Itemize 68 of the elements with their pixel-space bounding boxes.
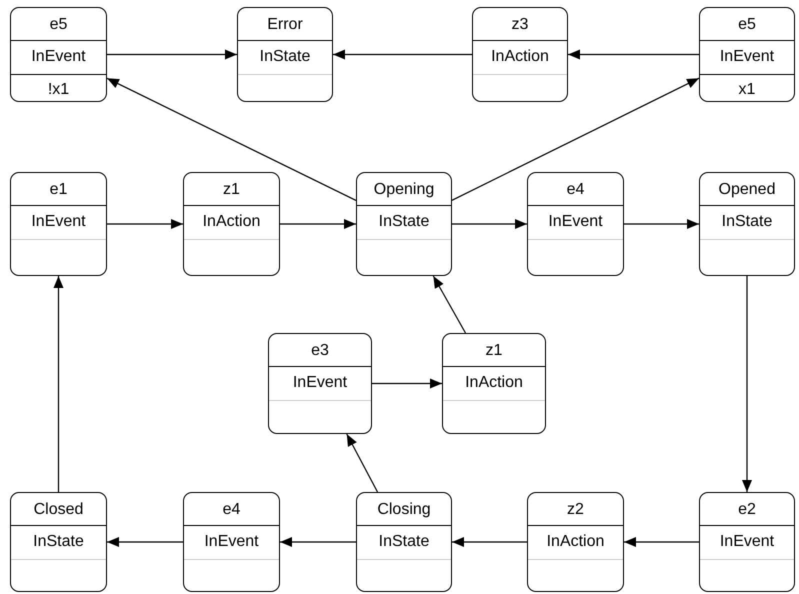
transition-arrow: [54, 276, 64, 492]
element-name: e1: [50, 181, 68, 199]
transition-arrow: [280, 537, 356, 547]
element-name: e4: [566, 181, 584, 199]
element-name: z1: [486, 342, 502, 360]
element-name: e3: [311, 342, 329, 360]
transition-arrow: [452, 78, 700, 201]
state-box: [699, 7, 795, 102]
transition-arrow: [346, 434, 378, 492]
element-name: Closed: [34, 501, 84, 519]
element-type: InEvent: [548, 213, 603, 231]
transition-arrow: [107, 219, 183, 229]
element-type: InState: [260, 48, 310, 66]
element-type: InState: [33, 533, 84, 551]
element-type: InState: [378, 533, 430, 551]
element-name: z2: [567, 501, 584, 519]
transition-arrow: [452, 219, 527, 229]
transition-arrow: [742, 276, 752, 492]
element-type: InEvent: [204, 533, 259, 551]
state-box: [183, 172, 280, 276]
element-name: z3: [512, 16, 528, 34]
state-box: [10, 492, 107, 592]
element-type: InState: [722, 213, 772, 231]
transition-arrow: [624, 537, 699, 547]
transition-arrow: [280, 219, 356, 229]
element-type: InEvent: [720, 48, 774, 66]
transition-arrow: [333, 50, 472, 60]
element-name: Closing: [377, 501, 431, 519]
element-type: InEvent: [720, 533, 774, 551]
element-type: InEvent: [31, 48, 86, 66]
state-box: [356, 172, 452, 276]
transition-arrow: [568, 50, 699, 60]
element-name: e4: [222, 501, 240, 519]
transition-arrow: [452, 537, 527, 547]
state-box: [472, 7, 568, 102]
transition-arrow: [432, 276, 466, 334]
element-type: InEvent: [292, 374, 348, 392]
transition-arrow: [107, 50, 237, 60]
element-type: InState: [378, 213, 430, 231]
state-box: [699, 492, 795, 592]
state-box: [527, 492, 624, 592]
state-box: [237, 7, 333, 102]
element-name: Opened: [718, 181, 776, 199]
element-name: e5: [50, 16, 68, 34]
element-type: InAction: [491, 48, 549, 66]
element-type: InAction: [202, 213, 260, 231]
state-box: [10, 7, 107, 102]
element-type: InAction: [465, 374, 523, 392]
element-name: Error: [267, 16, 303, 34]
transition-arrow: [372, 378, 442, 388]
state-box: [442, 333, 546, 434]
element-type: InAction: [546, 533, 604, 551]
element-name: e5: [738, 16, 756, 34]
element-type: InEvent: [31, 213, 86, 231]
element-name: z1: [223, 181, 240, 199]
state-box: [356, 492, 452, 592]
state-box: [699, 172, 795, 276]
state-box: [10, 172, 107, 276]
state-box: [527, 172, 624, 276]
transition-arrow: [107, 537, 183, 547]
transition-arrow: [624, 219, 699, 229]
state-box: [183, 492, 280, 592]
transition-arrow: [106, 78, 356, 201]
element-name: e2: [738, 501, 756, 519]
guard-condition: !x1: [48, 81, 70, 99]
state-box: [268, 333, 372, 434]
guard-condition: x1: [738, 81, 756, 99]
element-name: Opening: [374, 181, 434, 199]
